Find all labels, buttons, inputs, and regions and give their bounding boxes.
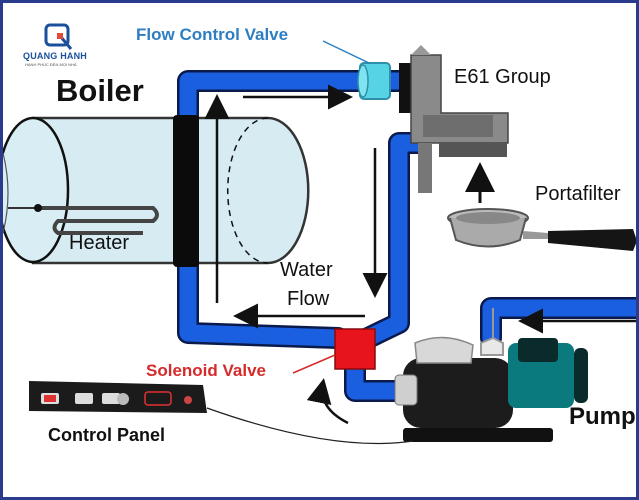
heater-coil [38, 206, 159, 235]
heater-wire [3, 152, 9, 234]
solenoid-return-arrow [306, 378, 349, 425]
pump-shape [394, 308, 588, 442]
boiler-tank [3, 115, 310, 267]
flow-control-leader [322, 40, 370, 64]
e61-group-shape [399, 45, 509, 193]
e61-group-label: E61 Group [454, 66, 551, 88]
solenoid-valve-shape [334, 328, 376, 370]
pump-label: Pump [569, 403, 636, 430]
water-label: Water [280, 259, 333, 281]
boiler-band [173, 115, 199, 267]
control-panel-label: Control Panel [48, 425, 166, 445]
control-wire [206, 407, 414, 445]
flow-label: Flow [287, 288, 330, 310]
control-panel-shape [29, 381, 207, 413]
heater-label: Heater [69, 232, 130, 254]
diagram-canvas [3, 23, 636, 445]
portafilter-shape [447, 208, 636, 251]
solenoid-valve-label: Solenoid Valve [146, 361, 266, 380]
solenoid-leader [292, 354, 336, 374]
flow-control-valve-shape [357, 62, 391, 100]
portafilter-label: Portafilter [535, 183, 621, 205]
logo-name: QUANG HANH [23, 51, 87, 61]
water-pipe [179, 72, 636, 400]
company-logo [44, 23, 73, 50]
flow-control-valve-label: Flow Control Valve [136, 25, 289, 44]
logo-tagline: HẠNH PHÚC ĐẾN MỌI NHÀ [25, 62, 77, 67]
boiler-label: Boiler [56, 73, 144, 108]
